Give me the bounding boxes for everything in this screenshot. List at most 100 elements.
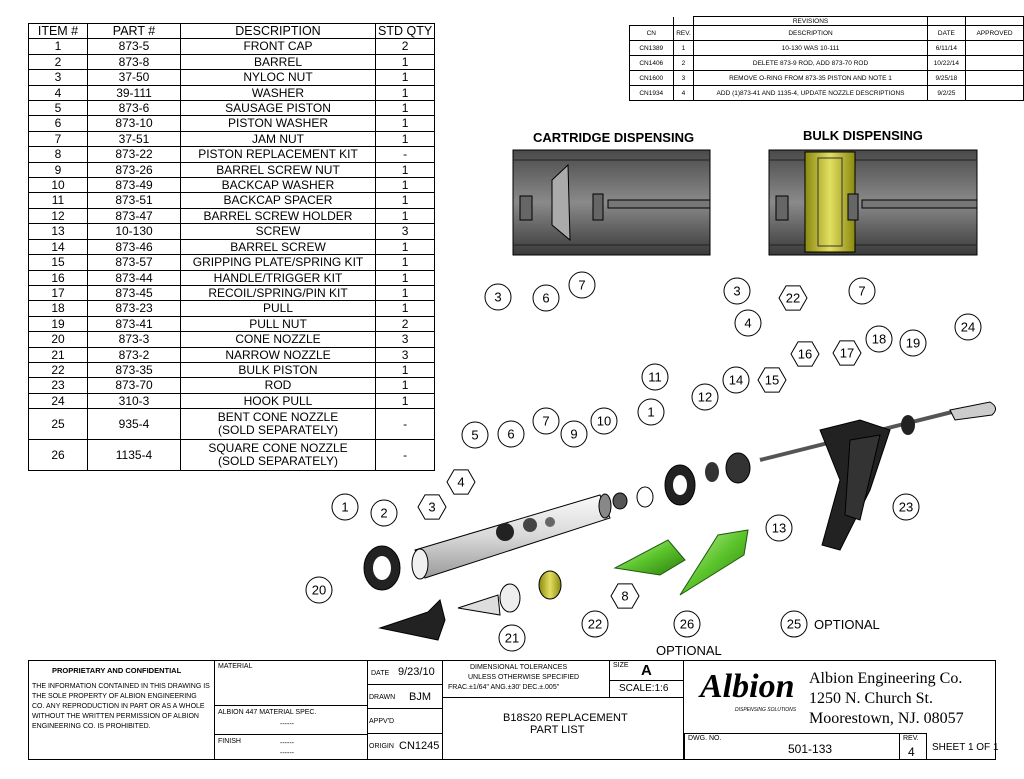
optional-label-25: OPTIONAL [814, 617, 880, 632]
qty-cell: 3 [374, 346, 436, 363]
callout-number: 26 [680, 617, 694, 632]
description-cell: NARROW NOZZLE [180, 346, 376, 363]
callout-number: 14 [729, 373, 743, 388]
part-cell: 873-51 [87, 192, 181, 209]
callout-bubble [305, 576, 333, 604]
item-cell: 17 [28, 284, 88, 302]
drawing-title-line-2: PART LIST [530, 724, 585, 736]
finish-label: FINISH [218, 738, 241, 745]
qty-cell: - [374, 408, 436, 441]
callout-number: 2 [380, 506, 387, 521]
item-cell: 2 [28, 53, 88, 71]
drawn-label: DRAWN [369, 694, 396, 701]
part-cell: 873-2 [87, 346, 181, 363]
qty-cell: 1 [374, 284, 436, 302]
callout-bubble [757, 367, 787, 393]
revision-cell: 6/11/14 [926, 40, 967, 56]
description-cell: BARREL SCREW [180, 238, 376, 256]
scale: SCALE:1:6 [619, 683, 669, 694]
qty-cell: 1 [374, 254, 436, 271]
qty-cell: 3 [374, 331, 436, 348]
part-cell: 873-57 [87, 254, 181, 271]
callout-number: 22 [588, 617, 602, 632]
qty-cell: 1 [374, 192, 436, 209]
description-cell: BACKCAP SPACER [180, 192, 376, 209]
part-cell: 873-10 [87, 115, 181, 132]
drawn-value: BJM [409, 691, 431, 703]
revision-cell [965, 85, 1024, 101]
callout-bubble [581, 610, 609, 638]
revision-cell: 9/2/25 [926, 85, 967, 101]
item-cell: 20 [28, 331, 88, 348]
callout-bubble [370, 499, 398, 527]
col-qty: STD QTY [374, 22, 436, 40]
qty-cell: 1 [374, 161, 436, 179]
part-cell: 873-3 [87, 331, 181, 348]
optional-label-26: OPTIONAL [656, 643, 722, 658]
part-cell: 10-130 [87, 223, 181, 240]
item-cell: 19 [28, 315, 88, 333]
description-cell: ROD [180, 377, 376, 394]
tolerance-line-3: FRAC.±1/64" ANG.±30' DEC.±.005" [448, 684, 560, 691]
callout-bubble [532, 284, 560, 312]
drawing-title-line-1: B18S20 REPLACEMENT [503, 712, 628, 724]
revisions-table: REVISIONS CN REV. DESCRIPTION DATE APPRO… [629, 16, 1024, 101]
company-city: Moorestown, NJ. 08057 [809, 710, 964, 727]
item-cell: 22 [28, 361, 88, 379]
qty-cell: 1 [374, 269, 436, 286]
callout-bubble [673, 610, 701, 638]
callout-number: 6 [507, 427, 514, 442]
callout-bubble [734, 309, 762, 337]
callout-bubble [723, 277, 751, 305]
item-cell: 21 [28, 346, 88, 363]
material-label: MATERIAL [218, 663, 253, 670]
part-cell: 873-6 [87, 100, 181, 117]
part-cell: 873-26 [87, 161, 181, 179]
company-street: 1250 N. Church St. [809, 690, 933, 707]
qty-cell: 1 [374, 115, 436, 132]
material-spec-label: ALBION 447 MATERIAL SPEC. [218, 709, 317, 716]
item-cell: 23 [28, 377, 88, 394]
qty-cell: 1 [374, 361, 436, 379]
description-cell: PISTON WASHER [180, 115, 376, 132]
part-cell: 873-5 [87, 38, 181, 55]
description-line: SQUARE CONE NOZZLE [208, 441, 348, 456]
callout-number: 21 [505, 631, 519, 646]
callout-bubble [331, 493, 359, 521]
item-cell: 5 [28, 100, 88, 117]
callout-bubble [790, 341, 820, 367]
logo-tagline: DISPENSING SOLUTIONS [735, 707, 797, 713]
callout-number: 15 [765, 373, 779, 388]
part-cell: 873-45 [87, 284, 181, 302]
qty-cell: 1 [374, 69, 436, 86]
callout-bubble [498, 624, 526, 652]
callout-number: 4 [744, 316, 751, 331]
col-item: ITEM # [28, 22, 88, 40]
callout-number: 4 [457, 475, 464, 490]
callout-bubble [641, 363, 669, 391]
callout-number: 10 [597, 414, 611, 429]
callout-bubble [461, 421, 489, 449]
callout-number: 19 [906, 336, 920, 351]
qty-cell: 1 [374, 377, 436, 394]
qty-cell: 1 [374, 207, 436, 225]
callout-bubble [899, 329, 927, 357]
description-cell: GRIPPING PLATE/SPRING KIT [180, 254, 376, 271]
description-cell: PISTON REPLACEMENT KIT [180, 146, 376, 163]
approved-label: APPV'D [369, 718, 395, 725]
callout-bubble [446, 469, 476, 495]
finish-value-1: ------ [280, 740, 294, 747]
